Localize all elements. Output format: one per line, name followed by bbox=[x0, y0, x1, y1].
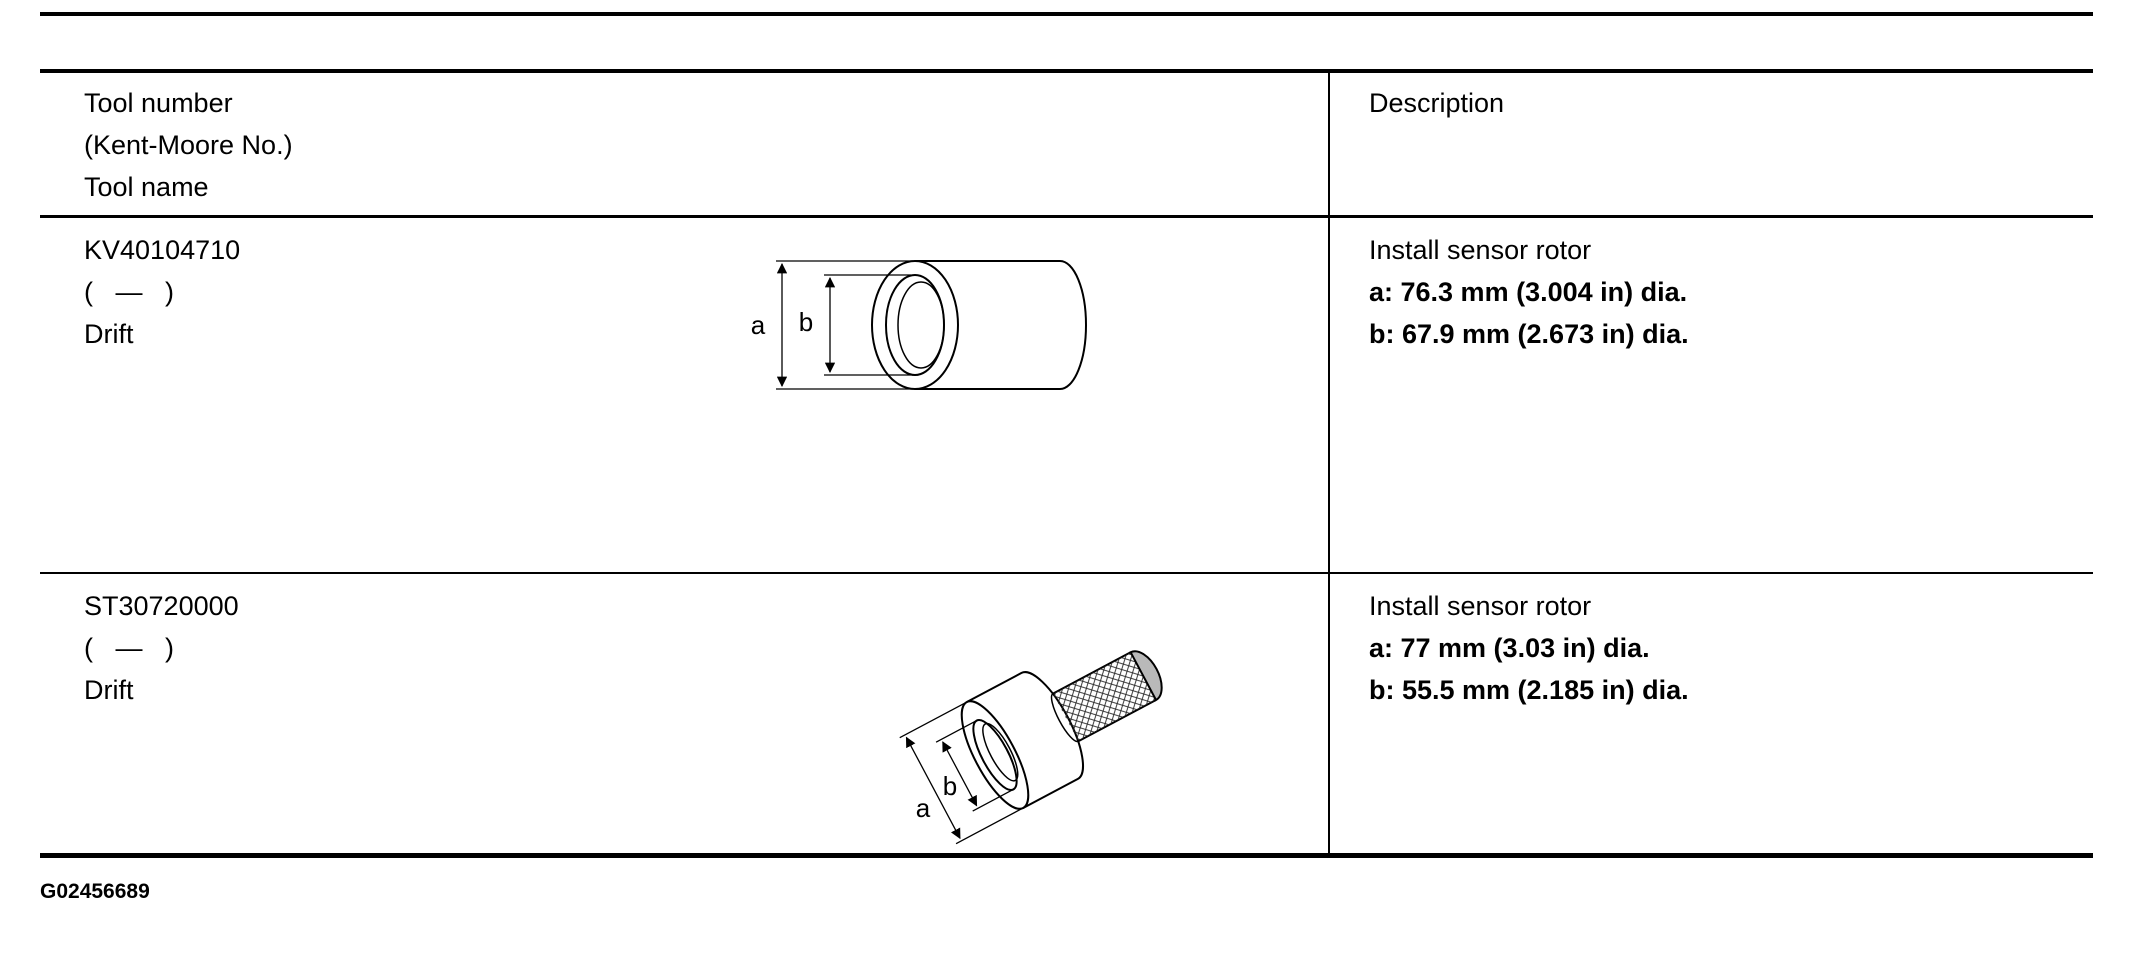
horizontal-rule-header-top bbox=[40, 69, 2093, 73]
header-tool-column: Tool number (Kent-Moore No.) Tool name bbox=[84, 82, 293, 208]
drift-illustration-2: a b bbox=[899, 650, 1163, 845]
handle-tip bbox=[1129, 650, 1163, 702]
header-kent-moore: (Kent-Moore No.) bbox=[84, 130, 293, 160]
row1-dim-b: b: 67.9 mm (2.673 in) dia. bbox=[1369, 319, 1689, 349]
dimension-label-b: b bbox=[799, 307, 813, 337]
header-description: Description bbox=[1369, 88, 1505, 118]
row2-dim-b: b: 55.5 mm (2.185 in) dia. bbox=[1369, 675, 1689, 705]
row2-tool-cell: ST30720000 ( — ) Drift bbox=[84, 585, 239, 711]
row1-description-cell: Install sensor rotor a: 76.3 mm (3.004 i… bbox=[1369, 229, 1689, 355]
header-tool-number: Tool number bbox=[84, 88, 233, 118]
dimension-label-b: b bbox=[943, 771, 957, 801]
horizontal-rule-bottom bbox=[40, 853, 2093, 858]
header-tool-name: Tool name bbox=[84, 172, 209, 202]
figure-id: G02456689 bbox=[40, 880, 150, 903]
drift-illustration-1: a b bbox=[751, 260, 1087, 390]
cylinder-outline bbox=[871, 260, 1087, 390]
vertical-rule-column-divider bbox=[1328, 69, 1330, 858]
row2-description-title: Install sensor rotor bbox=[1369, 591, 1592, 621]
knurled-handle bbox=[1052, 652, 1157, 742]
horizontal-rule-header-bottom bbox=[40, 215, 2093, 218]
dimension-lines bbox=[899, 701, 1024, 845]
row1-description-title: Install sensor rotor bbox=[1369, 235, 1592, 265]
row2-dim-a: a: 77 mm (3.03 in) dia. bbox=[1369, 633, 1650, 663]
row2-tool-number: ST30720000 bbox=[84, 591, 239, 621]
horizontal-rule-row-divider bbox=[40, 572, 2093, 574]
row1-tool-cell: KV40104710 ( — ) Drift bbox=[84, 229, 240, 355]
row2-kent-moore: ( — ) bbox=[84, 633, 174, 663]
dimension-label-a: a bbox=[916, 793, 931, 823]
row1-tool-number: KV40104710 bbox=[84, 235, 241, 265]
row2-tool-name: Drift bbox=[84, 675, 134, 705]
row2-description-cell: Install sensor rotor a: 77 mm (3.03 in) … bbox=[1369, 585, 1689, 711]
row1-kent-moore: ( — ) bbox=[84, 277, 174, 307]
row1-dim-a: a: 76.3 mm (3.004 in) dia. bbox=[1369, 277, 1688, 307]
row1-tool-name: Drift bbox=[84, 319, 134, 349]
header-description-column: Description bbox=[1369, 82, 1504, 124]
dimension-label-a: a bbox=[751, 310, 766, 340]
horizontal-rule-top bbox=[40, 12, 2093, 16]
dimension-lines bbox=[776, 260, 913, 390]
drift-with-handle bbox=[899, 650, 1163, 845]
